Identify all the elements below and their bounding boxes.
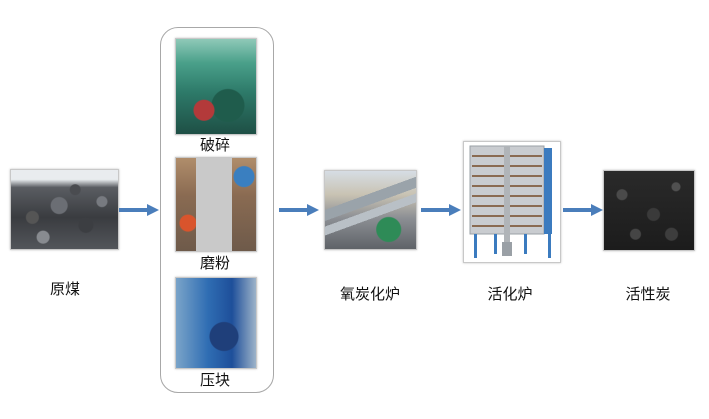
flow-arrow	[421, 204, 461, 216]
grinding-photo	[175, 157, 257, 252]
flow-arrow	[279, 204, 319, 216]
briquetting-photo	[175, 277, 257, 369]
activation-furnace-label: 活化炉	[487, 285, 533, 303]
carbonization-furnace-photo	[324, 170, 417, 250]
flow-arrow	[563, 204, 603, 216]
crushing-photo	[175, 38, 257, 135]
briquetting-label: 压块	[199, 371, 230, 389]
carbonization-furnace-label: 氧炭化炉	[339, 285, 400, 303]
activated-carbon-label: 活性炭	[625, 285, 671, 303]
crushing-label: 破碎	[199, 136, 230, 154]
activation-furnace-illustration	[469, 145, 552, 258]
activated-carbon-photo	[603, 170, 695, 251]
flow-arrow	[119, 204, 159, 216]
raw-coal-photo	[10, 169, 119, 250]
raw-coal-label: 原煤	[49, 280, 80, 298]
activation-furnace-photo	[463, 141, 561, 263]
grinding-label: 磨粉	[199, 254, 230, 272]
